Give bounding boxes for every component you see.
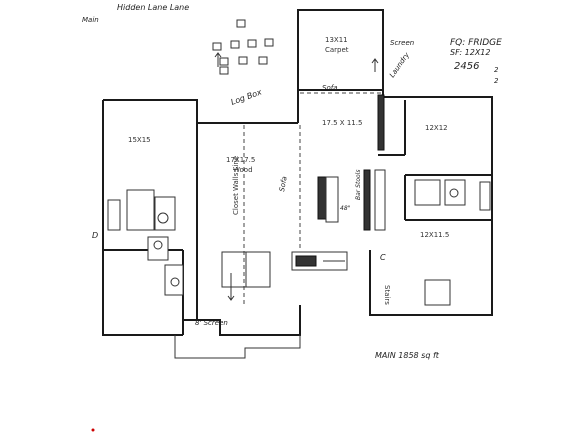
- note-square-footage: MAIN 1858 sq ft: [375, 351, 440, 360]
- room-kitchen: 17.5 X 11.5: [322, 119, 362, 127]
- annotation-laundry: Laundry: [388, 50, 411, 79]
- room-bedroom-top-sub: Carpet: [325, 46, 349, 54]
- bath-fixtures: [107, 189, 184, 296]
- sketch-squares: [212, 19, 274, 75]
- annotation-screen: Screen: [390, 39, 414, 47]
- walls-top-bedroom: [297, 9, 384, 123]
- note-size: SF: 12X12: [450, 48, 490, 57]
- header-subtitle: Main: [82, 16, 99, 24]
- annotation-sofa-2: Sofa: [322, 84, 337, 92]
- room-bedroom-top: 13X11: [325, 36, 348, 44]
- annotation-log-box: Log Box: [230, 87, 263, 107]
- room-great-room-sub: Wood: [233, 166, 253, 174]
- room-bedroom-lower-right: 12X11.5: [420, 231, 449, 239]
- note-sub: 2: [494, 77, 499, 85]
- room-bedroom-right: 12X12: [425, 124, 448, 132]
- arrow-marks: [214, 52, 379, 301]
- walls-right-wing: [369, 96, 493, 316]
- right-bath-fixtures: [414, 179, 491, 306]
- note-number: 2456: [454, 61, 479, 72]
- annotation-step: 8' Screen: [195, 319, 228, 327]
- header-title: Hidden Lane Lane: [117, 3, 189, 12]
- kitchen-fixtures: [291, 94, 386, 271]
- room-stairs: Stairs: [383, 285, 391, 305]
- center-closet: [221, 251, 271, 288]
- walls-center: [183, 122, 301, 336]
- dashed-guides: [243, 125, 301, 305]
- room-closet-line: Closet Walls Line: [232, 156, 240, 215]
- room-great-room: 17X17.5: [226, 156, 255, 164]
- walls-left-bedroom: [102, 99, 198, 336]
- annotation-bar: Bar Stools: [355, 170, 362, 200]
- annotation-c: C: [380, 253, 386, 262]
- annotation-door: D: [92, 231, 98, 240]
- red-marker-dot: [91, 428, 95, 432]
- note-fridge: FQ: FRIDGE: [450, 38, 502, 48]
- note-sup: 2: [494, 66, 499, 74]
- annotation-sofa: Sofa: [278, 176, 289, 193]
- room-bedroom-left: 15X15: [128, 136, 151, 144]
- porch-outline: [174, 335, 301, 359]
- annotation-range: 48": [340, 205, 351, 212]
